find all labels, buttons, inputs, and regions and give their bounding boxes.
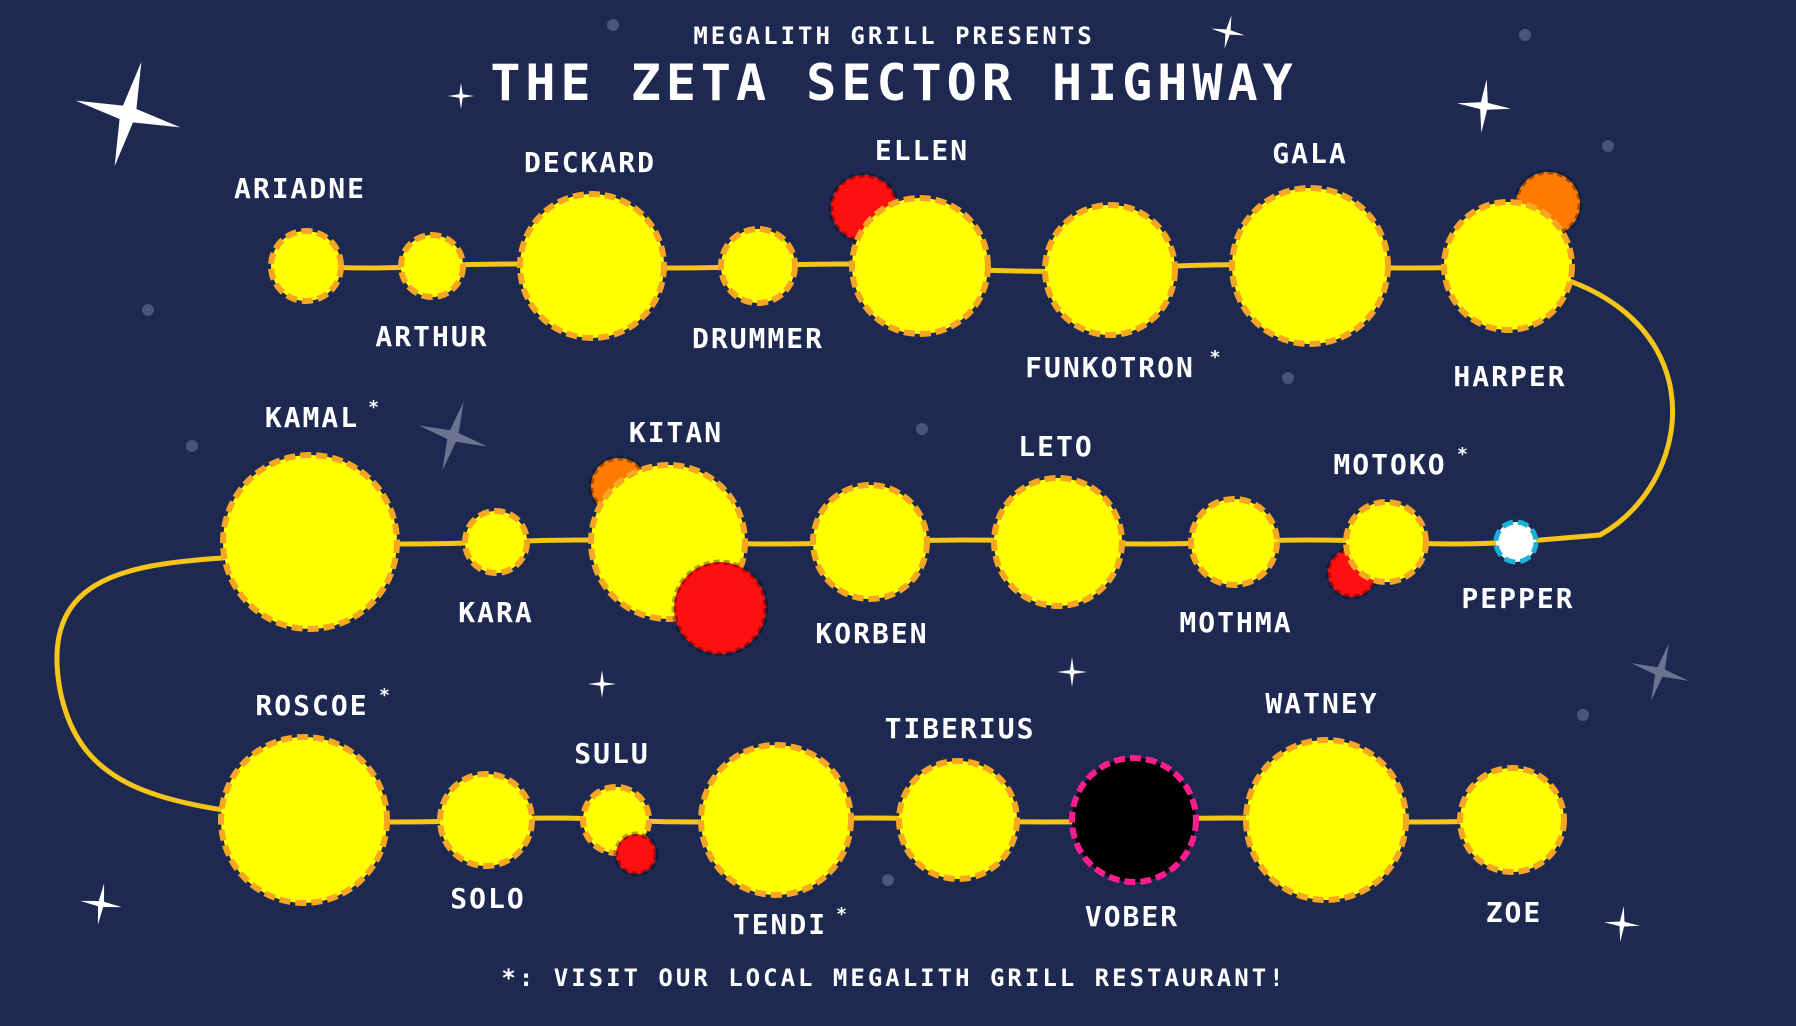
sulu-companion-red xyxy=(613,831,659,877)
system-kara-label: KARA xyxy=(458,596,533,629)
system-pepper-label: PEPPER xyxy=(1461,582,1574,615)
system-korben-body[interactable] xyxy=(810,482,930,602)
system-gala-label: GALA xyxy=(1272,137,1347,170)
sparkle-star xyxy=(1604,906,1640,942)
restaurant-marker: * xyxy=(379,685,392,706)
system-mothma-label: MOTHMA xyxy=(1179,606,1292,639)
system-ariadne-body[interactable] xyxy=(268,228,344,304)
sparkle-star xyxy=(1057,657,1087,687)
system-harper-label: HARPER xyxy=(1453,360,1566,393)
system-tiberius-body[interactable] xyxy=(896,758,1020,882)
system-motoko-label: MOTOKO xyxy=(1333,448,1446,481)
system-ariadne-label: ARIADNE xyxy=(234,172,366,205)
system-zoe-label: ZOE xyxy=(1486,896,1543,929)
system-sulu-label: SULU xyxy=(574,737,649,770)
system-vober-label: VOBER xyxy=(1085,900,1179,933)
system-roscoe-label: ROSCOE xyxy=(255,689,368,722)
system-pepper-body[interactable] xyxy=(1493,519,1539,565)
system-kamal-body[interactable] xyxy=(220,452,400,632)
presents-subtitle: MEGALITH GRILL PRESENTS xyxy=(693,22,1094,50)
system-deckard-label: DECKARD xyxy=(524,146,656,179)
restaurant-marker: * xyxy=(1457,444,1470,465)
star-systems: ARIADNE ARTHUR DECKARD DRUMMER ELLEN FUNKOTRO… xyxy=(218,134,1583,941)
system-harper-body[interactable] xyxy=(1441,199,1575,333)
system-arthur-body[interactable] xyxy=(398,232,466,300)
system-kamal-label: KAMAL xyxy=(265,401,359,434)
background-dot xyxy=(186,440,198,452)
system-motoko-body[interactable] xyxy=(1343,499,1429,585)
system-deckard-body[interactable] xyxy=(517,191,667,341)
background-dot xyxy=(1519,29,1531,41)
background-dot xyxy=(1602,140,1614,152)
system-watney-body[interactable] xyxy=(1243,737,1409,903)
system-korben-label: KORBEN xyxy=(815,617,928,650)
system-mothma-body[interactable] xyxy=(1188,496,1280,588)
page-title: THE ZETA SECTOR HIGHWAY xyxy=(490,54,1297,112)
system-watney-label: WATNEY xyxy=(1265,687,1378,720)
system-gala-body[interactable] xyxy=(1229,185,1391,347)
system-ellen-body[interactable] xyxy=(849,195,991,337)
background-stars xyxy=(75,15,1689,942)
background-dot xyxy=(607,19,619,31)
system-leto-body[interactable] xyxy=(991,475,1125,609)
background-dot xyxy=(142,304,154,316)
background-dot xyxy=(916,423,928,435)
system-leto-label: LETO xyxy=(1018,430,1093,463)
system-drummer-label: DRUMMER xyxy=(692,322,824,355)
system-ellen-label: ELLEN xyxy=(875,134,969,167)
system-roscoe-body[interactable] xyxy=(218,734,390,906)
sparkle-star xyxy=(588,670,616,698)
restaurant-marker: * xyxy=(836,904,849,925)
system-funkotron-label: FUNKOTRON xyxy=(1025,351,1195,384)
sparkle-star xyxy=(418,401,488,471)
background-dot xyxy=(882,874,894,886)
system-arthur-label: ARTHUR xyxy=(375,320,488,353)
system-drummer-body[interactable] xyxy=(718,226,798,306)
restaurant-marker: * xyxy=(368,397,381,418)
background-dot xyxy=(1282,372,1294,384)
system-vober-body[interactable] xyxy=(1069,755,1199,885)
system-solo-body[interactable] xyxy=(437,771,535,869)
system-kara-body[interactable] xyxy=(462,508,530,576)
sparkle-star xyxy=(1457,79,1511,133)
system-zoe-body[interactable] xyxy=(1457,765,1567,875)
system-tendi-body[interactable] xyxy=(698,742,854,898)
sparkle-star xyxy=(1631,643,1689,701)
sparkle-star xyxy=(75,61,181,167)
sparkle-star xyxy=(448,83,474,109)
sparkle-star xyxy=(1211,15,1245,49)
sparkle-star xyxy=(80,883,122,925)
system-kitan-label: KITAN xyxy=(629,416,723,449)
kitan-companion-red xyxy=(671,559,769,657)
background-dot xyxy=(1577,709,1589,721)
system-tiberius-label: TIBERIUS xyxy=(885,712,1036,745)
system-funkotron-body[interactable] xyxy=(1042,202,1178,338)
system-solo-label: SOLO xyxy=(450,882,525,915)
system-tendi-label: TENDI xyxy=(733,908,827,941)
footer-note: *: VISIT OUR LOCAL MEGALITH GRILL RESTAU… xyxy=(501,964,1286,992)
restaurant-marker: * xyxy=(1210,347,1223,368)
